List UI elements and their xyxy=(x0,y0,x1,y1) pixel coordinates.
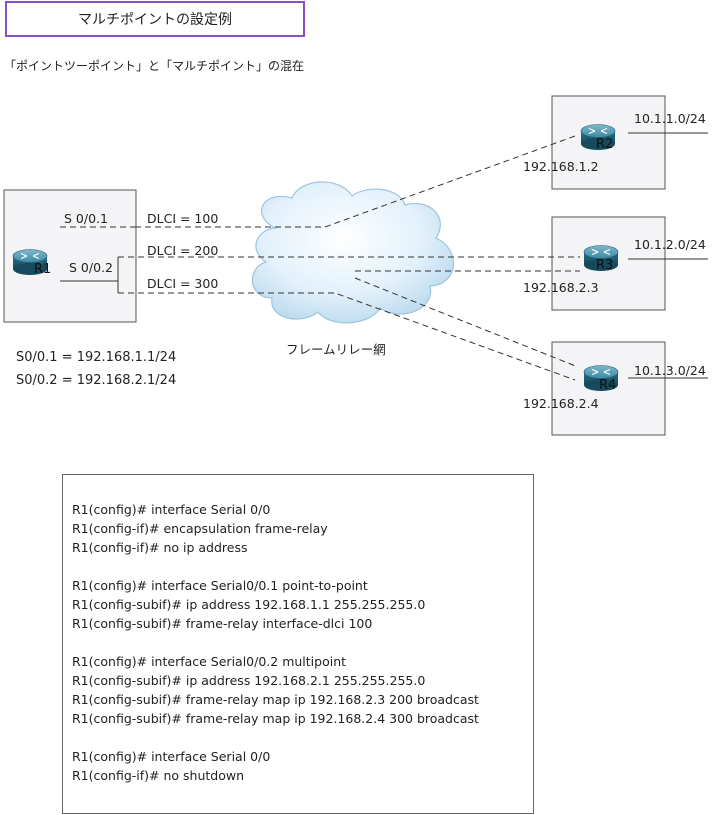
config-line: R1(config-if)# encapsulation frame-relay xyxy=(72,521,328,536)
dlci-300-label: DLCI = 300 xyxy=(147,276,218,291)
config-block-1: R1(config)# interface Serial 0/0 R1(conf… xyxy=(72,500,533,557)
config-line: R1(config-subif)# frame-relay interface-… xyxy=(72,616,373,631)
r2-lan: 10.1.1.0/24 xyxy=(634,111,706,126)
r4-label: R4 xyxy=(599,378,616,393)
pvc-dlci-300 xyxy=(118,292,576,381)
pvc-r4-r3 xyxy=(354,277,579,368)
subtitle: 「ポイントツーポイント」と「マルチポイント」の混在 xyxy=(4,59,305,73)
config-line: R1(config-subif)# frame-relay map ip 192… xyxy=(72,692,479,707)
dlci-200-label: DLCI = 200 xyxy=(147,243,218,258)
config-block-2: R1(config)# interface Serial0/0.1 point-… xyxy=(72,576,533,633)
title-box: マルチポイントの設定例 xyxy=(5,1,305,37)
config-line: R1(config-if)# no shutdown xyxy=(72,768,245,783)
config-line: R1(config-if)# no ip address xyxy=(72,540,248,555)
config-line: R1(config)# interface Serial0/0.2 multip… xyxy=(72,654,347,669)
r2-ip: 192.168.1.2 xyxy=(523,159,599,174)
config-line: R1(config)# interface Serial 0/0 xyxy=(72,749,271,764)
config-block-3: R1(config)# interface Serial0/0.2 multip… xyxy=(72,652,533,728)
config-line: R1(config-subif)# ip address 192.168.1.1… xyxy=(72,597,426,612)
page-title: マルチポイントの設定例 xyxy=(78,12,232,28)
r4-lan: 10.1.3.0/24 xyxy=(634,363,706,378)
r2-label: R2 xyxy=(596,137,613,152)
pvc-dlci-100 xyxy=(135,135,576,228)
config-block-4: R1(config)# interface Serial 0/0 R1(conf… xyxy=(72,747,533,785)
r1-label: R1 xyxy=(34,262,51,277)
config-box: R1(config)# interface Serial 0/0 R1(conf… xyxy=(62,474,534,814)
r3-label: R3 xyxy=(596,258,613,273)
config-line: R1(config)# interface Serial 0/0 xyxy=(72,502,271,517)
r1-address-s02: S0/0.2 = 192.168.2.1/24 xyxy=(16,373,177,388)
network-diagram: R1 R2 R3 R4 S 0/0.1 S 0/0.2 DLCI = 100 D… xyxy=(3,95,708,436)
dlci-100-label: DLCI = 100 xyxy=(147,211,218,226)
s02-label: S 0/0.2 xyxy=(69,260,113,275)
r4-ip: 192.168.2.4 xyxy=(523,396,599,411)
s01-label: S 0/0.1 xyxy=(64,211,108,226)
r3-lan: 10.1.2.0/24 xyxy=(634,237,706,252)
frame-relay-cloud xyxy=(251,181,454,324)
config-line: R1(config-subif)# ip address 192.168.2.1… xyxy=(72,673,426,688)
r3-ip: 192.168.2.3 xyxy=(523,280,599,295)
config-line: R1(config-subif)# frame-relay map ip 192… xyxy=(72,711,479,726)
r2-box xyxy=(551,95,666,190)
config-line: R1(config)# interface Serial0/0.1 point-… xyxy=(72,578,368,593)
cloud-label: フレームリレー網 xyxy=(286,342,386,357)
r1-address-s01: S0/0.1 = 192.168.1.1/24 xyxy=(16,350,177,365)
